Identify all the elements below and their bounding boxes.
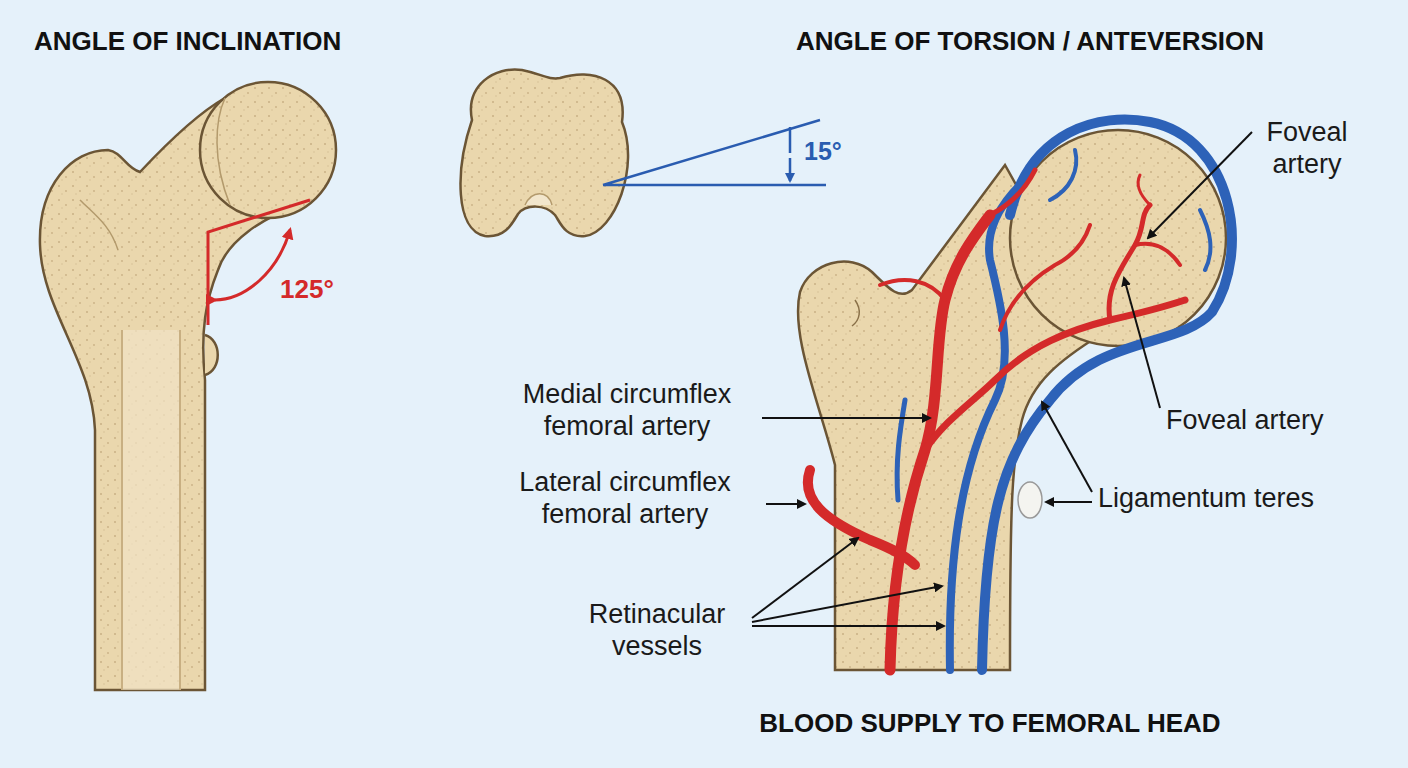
vessel-label: Foveal artery [1166, 404, 1386, 436]
vessel-label: Foveal artery [1232, 116, 1382, 181]
veins [897, 120, 1232, 670]
angle-value: 15° [804, 136, 874, 166]
section-heading: ANGLE OF TORSION / ANTEVERSION [796, 26, 1376, 57]
anteversion-angle [603, 120, 826, 185]
ligament-label: Ligamentum teres [1098, 482, 1378, 514]
vessel-label: Lateral circumflex femoral artery [488, 466, 762, 531]
arteries [808, 170, 1185, 670]
angle-value: 125° [280, 274, 370, 305]
vessel-label: Retinacular vessels [566, 598, 748, 663]
leader-lines [752, 132, 1252, 626]
section-heading: BLOOD SUPPLY TO FEMORAL HEAD [680, 708, 1300, 739]
proximal-femur [40, 82, 336, 690]
femoral-condyles [461, 69, 629, 236]
vessel-label: Medial circumflex femoral artery [496, 378, 758, 443]
inclination-angle [208, 200, 310, 325]
section-heading: ANGLE OF INCLINATION [34, 26, 454, 57]
